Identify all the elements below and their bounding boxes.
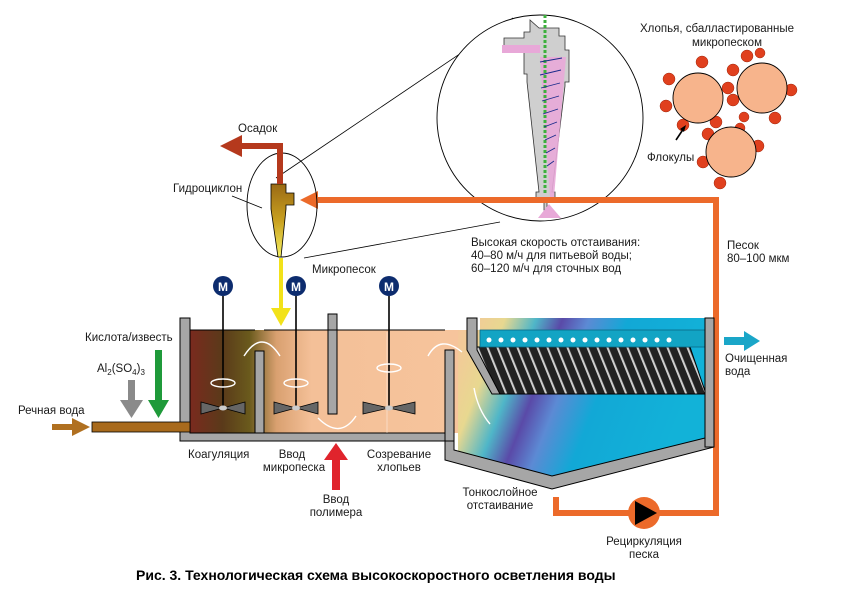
figure-caption: Рис. 3. Технологическая схема высокоскор… xyxy=(136,567,616,583)
microsand-input-label-1: Ввод xyxy=(279,449,306,461)
motor-icon xyxy=(379,276,399,296)
sand-recirculation-pump[interactable] xyxy=(628,497,660,529)
motor-icon xyxy=(286,276,306,296)
svg-text:M: M xyxy=(384,280,394,294)
polymer-input-label-2: полимера xyxy=(310,507,363,519)
mixer-microsand[interactable]: M xyxy=(273,276,319,415)
sand-recirc-label-1: Рециркуляция xyxy=(606,536,682,548)
motor-icon xyxy=(213,276,233,296)
river-water-label: Речная вода xyxy=(18,405,85,417)
sand-recirculation-line xyxy=(318,197,719,516)
acid-lime-arrow xyxy=(148,350,169,418)
reaction-tank-liquid xyxy=(190,330,460,433)
sand-size-label-2: 80–100 мкм xyxy=(727,253,790,265)
lamellar-settling-label-2: отстаивание xyxy=(467,500,534,512)
hydrocyclone[interactable] xyxy=(270,183,295,258)
mixer-floc-maturation[interactable]: M xyxy=(362,276,416,415)
clean-water-arrow xyxy=(724,331,760,351)
alum-arrow xyxy=(120,380,143,418)
clean-water-label-1: Очищенная xyxy=(725,353,787,365)
hydrocyclone-label: Гидроциклон xyxy=(173,183,242,195)
settling-speed-line3: 60–120 м/ч для сточных вод xyxy=(471,263,621,275)
svg-text:M: M xyxy=(218,280,228,294)
flocs-title-line2: микропеском xyxy=(692,37,762,49)
sediment-label: Осадок xyxy=(238,123,278,135)
ballasted-floc-cluster xyxy=(659,47,798,190)
acid-lime-label: Кислота/известь xyxy=(85,332,173,344)
polymer-input-label-1: Ввод xyxy=(323,494,350,506)
inlet-pipe xyxy=(91,421,191,433)
microsand-input-label-2: микропеска xyxy=(263,462,326,474)
river-water-arrow xyxy=(52,418,90,436)
tank-walls xyxy=(179,313,715,490)
clean-water-label-2: вода xyxy=(725,366,751,378)
coagulation-label: Коагуляция xyxy=(188,449,249,461)
flocs-title-line1: Хлопья, сбалластированные xyxy=(640,23,794,35)
callout-line-bottom xyxy=(303,221,501,259)
sand-size-label-1: Песок xyxy=(727,240,760,252)
floc-maturation-label-1: Созревание xyxy=(367,449,431,461)
sand-recirc-label-2: песка xyxy=(629,549,660,561)
floccules-label: Флокулы xyxy=(647,152,694,164)
lamella-plates xyxy=(469,346,707,395)
microsand-label: Микропесок xyxy=(312,264,377,276)
sediment-output-arrow xyxy=(220,135,283,184)
settling-speed-line1: Высокая скорость отстаивания: xyxy=(471,237,640,249)
floc-maturation-label-2: хлопьев xyxy=(377,462,421,474)
flow-swirls xyxy=(210,341,491,430)
pump-play-icon xyxy=(635,501,657,525)
hydrocyclone-leader-line xyxy=(231,195,263,209)
lamellar-settling-label-1: Тонкослойное xyxy=(463,487,538,499)
polymer-input-arrow xyxy=(324,443,348,490)
mixer-coagulation[interactable]: M xyxy=(200,276,246,415)
settling-speed-line2: 40–80 м/ч для питьевой воды; xyxy=(471,250,632,262)
svg-text:M: M xyxy=(291,280,301,294)
sand-return-arrowhead xyxy=(300,191,318,209)
microsand-input-arrow xyxy=(271,258,291,326)
trough-holes xyxy=(486,337,672,343)
alum-label: Al2(SO4)3 xyxy=(97,363,145,377)
hydrocyclone-detail xyxy=(502,15,570,218)
